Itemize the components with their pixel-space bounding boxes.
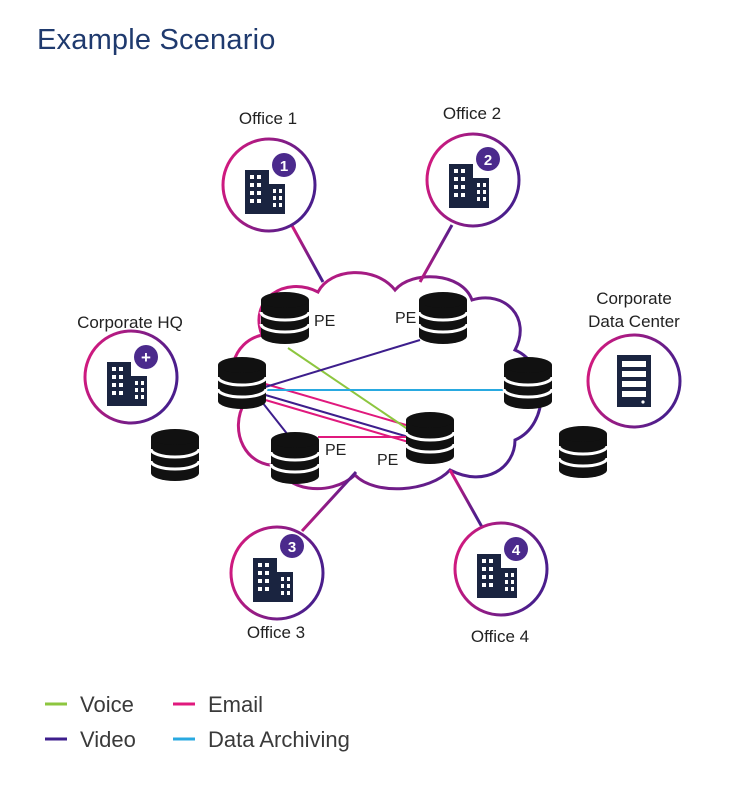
office1-label: Office 1 (239, 109, 297, 128)
pe-label-office1: PE (314, 313, 335, 330)
video-flow-office2 (261, 339, 421, 389)
office2-badge-text: 2 (484, 152, 492, 169)
node-office2: 2 (425, 132, 521, 228)
legend-archiving-label: Data Archiving (208, 727, 350, 752)
legend-email-label: Email (208, 692, 263, 717)
office2-badge (476, 147, 500, 171)
pe-label-office4: PE (377, 452, 398, 469)
office2-label: Office 2 (443, 104, 501, 123)
office1-badge (272, 153, 296, 177)
provider-cloud (230, 271, 543, 491)
dc-storage-icon (557, 424, 609, 480)
data-center-label-line1: Corporate (596, 289, 672, 308)
pe-router-office2-icon (417, 290, 469, 346)
server-icon (617, 355, 651, 407)
corporate-hq-label: Corporate HQ (77, 313, 183, 332)
office3-label: Office 3 (247, 623, 305, 642)
diagram-title: Example Scenario (37, 24, 276, 56)
email-flow-office4 (261, 398, 413, 444)
dc-router-icon (502, 355, 554, 411)
hq-router-icon (216, 355, 268, 411)
link-office4 (448, 469, 484, 528)
legend-voice-label: Voice (80, 692, 134, 717)
office4-badge (504, 537, 528, 561)
office4-label: Office 4 (471, 627, 529, 646)
legend-video-label: Video (80, 727, 136, 752)
video-flow-office4 (261, 393, 413, 439)
node-corporate-hq: + (83, 329, 179, 425)
link-office1 (288, 221, 325, 283)
node-office4: 4 (453, 521, 549, 617)
data-center-label-line2: Data Center (588, 312, 680, 331)
office3-badge-text: 3 (288, 539, 296, 556)
legend: Voice Email Video Data Archiving (45, 692, 350, 752)
node-office1: 1 (221, 137, 317, 233)
link-office2 (418, 224, 454, 283)
hq-badge (134, 345, 158, 369)
pe-label-office3: PE (325, 442, 346, 459)
voice-flow (261, 382, 431, 433)
office4-badge-text: 4 (512, 542, 521, 559)
office3-badge (280, 534, 304, 558)
pe-router-office1-icon (259, 290, 311, 346)
node-data-center (586, 333, 682, 429)
pe-label-office2: PE (395, 310, 416, 327)
node-office3: 3 (229, 525, 325, 621)
link-office3 (300, 470, 358, 533)
pe-router-office4-icon (404, 410, 456, 466)
pe-router-office3-icon (269, 430, 321, 486)
hq-storage-icon (149, 427, 201, 483)
office1-badge-text: 1 (280, 158, 288, 175)
hq-badge-text: + (141, 348, 151, 367)
